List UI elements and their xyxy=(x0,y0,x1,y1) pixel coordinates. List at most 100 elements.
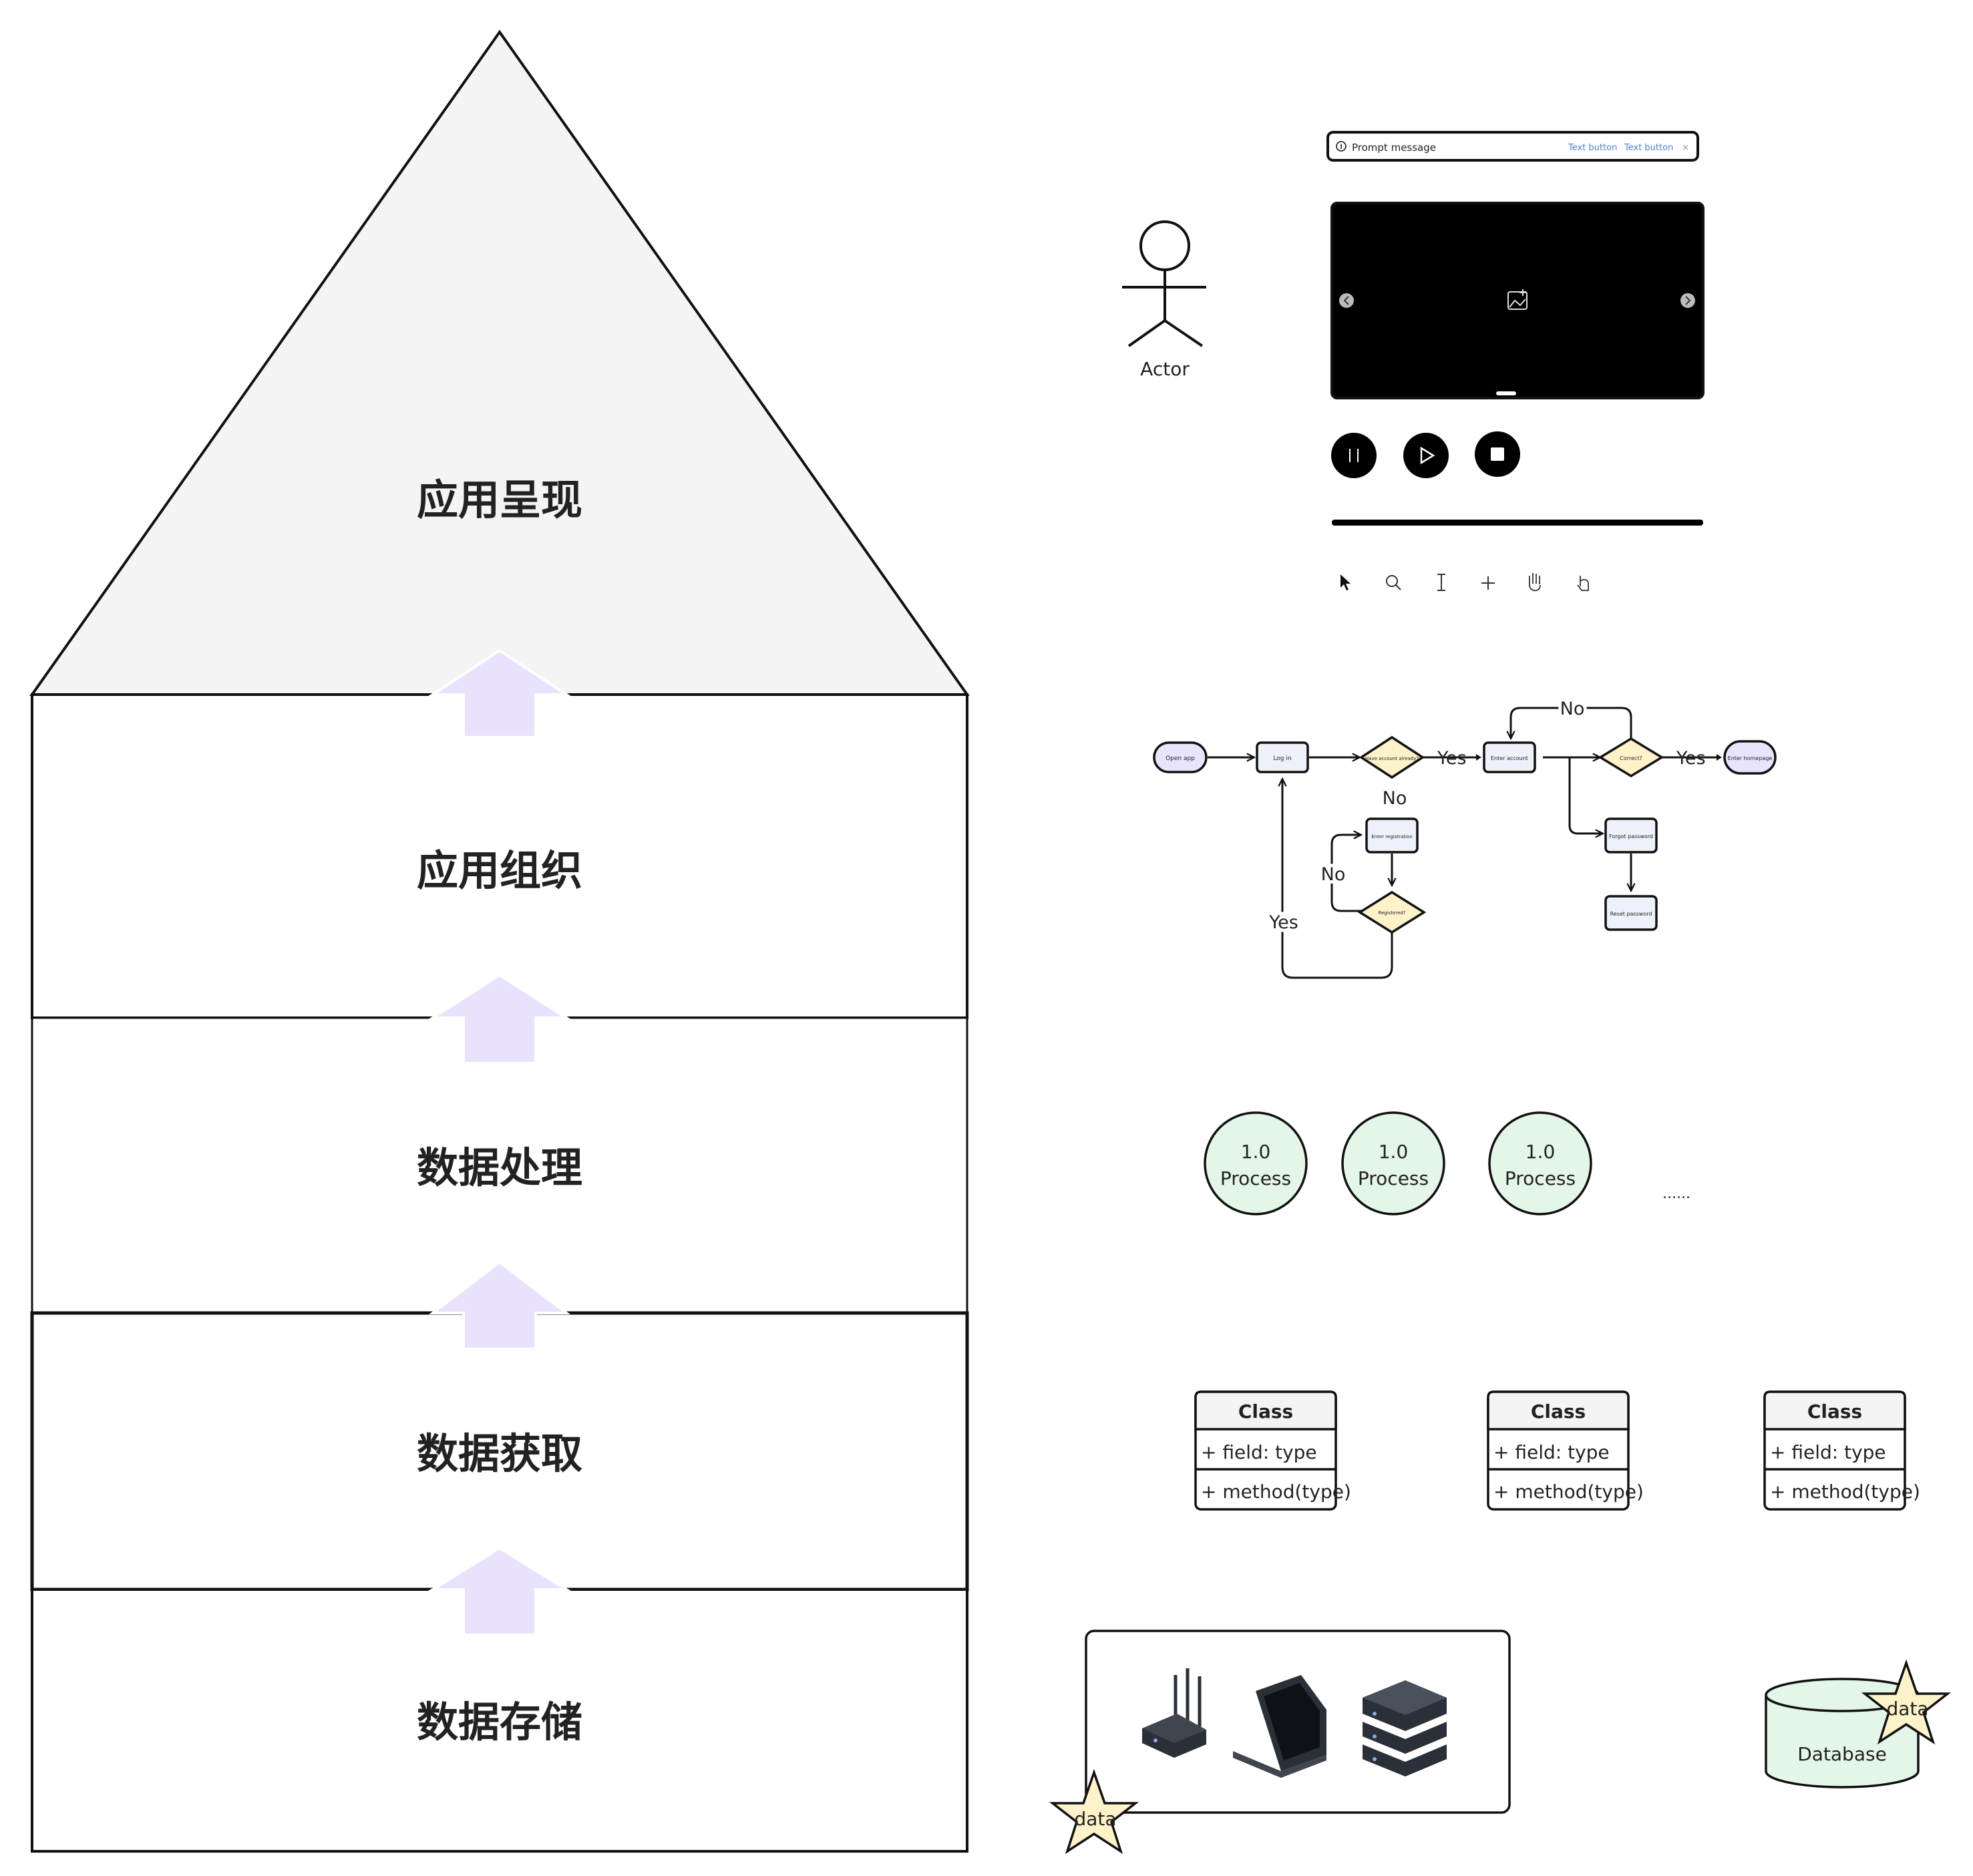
layer-label: 数据存储 xyxy=(417,1698,582,1746)
layer-label: 应用呈现 xyxy=(417,476,582,524)
carousel-next-button[interactable] xyxy=(1680,293,1695,308)
svg-text:Process: Process xyxy=(1505,1167,1576,1189)
flowchart: Yes Yes No No No Yes Open app Log in Hav… xyxy=(1153,695,1777,979)
svg-text:1.0: 1.0 xyxy=(1241,1141,1271,1163)
toast-button-2[interactable]: Text button xyxy=(1624,143,1673,153)
class-method: + method(type) xyxy=(1493,1481,1644,1503)
up-arrow xyxy=(428,648,571,739)
network-group: data xyxy=(1049,1630,1511,1855)
actor-label: Actor xyxy=(1140,358,1190,380)
image-carousel xyxy=(1330,202,1705,399)
layer-label: 数据处理 xyxy=(417,1143,582,1192)
info-icon xyxy=(1336,141,1347,152)
flow-node-forgot-password: Forgot password xyxy=(1604,817,1658,854)
yes-label: Yes xyxy=(1437,748,1467,769)
process-bubbles: 1.0 Process 1.0 Process 1.0 Process ....… xyxy=(1204,1111,1690,1215)
play-icon xyxy=(1420,446,1435,465)
class-field: + field: type xyxy=(1493,1441,1610,1463)
svg-text:Open app: Open app xyxy=(1165,755,1195,762)
actor xyxy=(1122,220,1206,347)
svg-text:Reset password: Reset password xyxy=(1610,911,1652,917)
svg-text:Have account already?: Have account already? xyxy=(1365,756,1419,761)
layer-label: 数据获取 xyxy=(417,1429,582,1478)
svg-text:Process: Process xyxy=(1220,1167,1291,1189)
svg-text:Correct?: Correct? xyxy=(1620,755,1642,761)
flow-node-enter-account: Enter account xyxy=(1483,741,1536,773)
uml-class: Class + field: type + method(type) xyxy=(1763,1390,1920,1511)
svg-text:Forgot password: Forgot password xyxy=(1609,833,1653,839)
click-hand-icon[interactable] xyxy=(1577,576,1589,591)
zoom-icon[interactable] xyxy=(1386,575,1401,590)
pyramid-top xyxy=(29,29,970,696)
class-title: Class xyxy=(1807,1400,1862,1423)
progress-bar[interactable] xyxy=(1332,520,1703,526)
actor-head xyxy=(1139,220,1190,271)
class-field: + field: type xyxy=(1770,1441,1886,1463)
svg-text:Process: Process xyxy=(1358,1167,1429,1189)
svg-text:Enter registration: Enter registration xyxy=(1371,834,1412,839)
pyramid-layer-2 xyxy=(31,693,968,1019)
flow-node-have-account: Have account already? xyxy=(1359,735,1425,779)
play-button[interactable] xyxy=(1403,433,1449,478)
class-method: + method(type) xyxy=(1770,1481,1920,1503)
up-arrow xyxy=(429,1260,570,1350)
yes-label: Yes xyxy=(1268,912,1298,933)
svg-text:Log in: Log in xyxy=(1273,755,1291,762)
close-icon[interactable]: × xyxy=(1682,143,1689,153)
svg-text:1.0: 1.0 xyxy=(1379,1141,1409,1163)
hand-icon[interactable] xyxy=(1529,573,1541,592)
pyramid: 应用呈现 应用组织 数据处理 数据获取 数据存储 xyxy=(29,29,970,1853)
class-title: Class xyxy=(1238,1400,1293,1423)
image-placeholder-icon xyxy=(1507,289,1528,310)
star-label: data xyxy=(1886,1698,1928,1720)
flow-node-open-app: Open app xyxy=(1153,741,1208,773)
stop-button[interactable] xyxy=(1475,431,1520,477)
up-arrow xyxy=(427,1546,572,1636)
database-label: Database xyxy=(1797,1743,1887,1765)
up-arrow xyxy=(428,973,571,1065)
star-label: data xyxy=(1074,1808,1116,1830)
svg-text:1.0: 1.0 xyxy=(1526,1141,1556,1163)
toast-button-1[interactable]: Text button xyxy=(1568,143,1617,153)
toast-message: Prompt message xyxy=(1352,142,1436,154)
pause-button[interactable] xyxy=(1331,433,1377,478)
process-circle: 1.0 Process xyxy=(1488,1111,1592,1215)
svg-text:Enter account: Enter account xyxy=(1491,755,1528,761)
svg-text:Enter homepage: Enter homepage xyxy=(1728,755,1773,761)
svg-text:Registered?: Registered? xyxy=(1378,910,1405,916)
laptop-icon xyxy=(1233,1675,1326,1778)
carousel-indicator[interactable] xyxy=(1496,391,1516,395)
no-label: No xyxy=(1560,699,1585,719)
server-icon xyxy=(1363,1680,1447,1776)
flow-node-log-in: Log in xyxy=(1256,741,1309,773)
data-star: data xyxy=(1861,1659,1952,1745)
text-cursor-icon[interactable] xyxy=(1437,574,1445,591)
crosshair-icon[interactable] xyxy=(1481,576,1495,590)
more-ellipsis: ...... xyxy=(1662,1185,1690,1202)
flow-node-enter-homepage: Enter homepage xyxy=(1723,740,1777,775)
yes-label: Yes xyxy=(1676,748,1706,769)
process-circle: 1.0 Process xyxy=(1204,1111,1308,1215)
data-star: data xyxy=(1049,1768,1139,1855)
router-icon xyxy=(1142,1668,1206,1758)
class-field: + field: type xyxy=(1201,1441,1317,1463)
layer-label: 应用组织 xyxy=(417,846,582,895)
class-method: + method(type) xyxy=(1201,1481,1351,1503)
flow-node-registered: Registered? xyxy=(1357,890,1427,934)
uml-class: Class + field: type + method(type) xyxy=(1487,1390,1644,1511)
uml-class: Class + field: type + method(type) xyxy=(1194,1390,1351,1511)
flow-node-reset-password: Reset password xyxy=(1604,895,1658,931)
pointer-icon[interactable] xyxy=(1340,574,1351,590)
no-label: No xyxy=(1321,864,1346,885)
tool-icons xyxy=(1340,573,1589,592)
database: Database data xyxy=(1765,1659,1952,1789)
flow-node-enter-registration: Enter registration xyxy=(1365,817,1419,854)
toast[interactable]: Prompt message Text button Text button × xyxy=(1326,131,1699,162)
no-label: No xyxy=(1383,788,1407,809)
carousel-prev-button[interactable] xyxy=(1339,293,1354,308)
flow-node-correct: Correct? xyxy=(1598,737,1664,778)
process-circle: 1.0 Process xyxy=(1341,1111,1445,1215)
class-title: Class xyxy=(1531,1400,1586,1423)
stop-icon xyxy=(1491,447,1504,461)
